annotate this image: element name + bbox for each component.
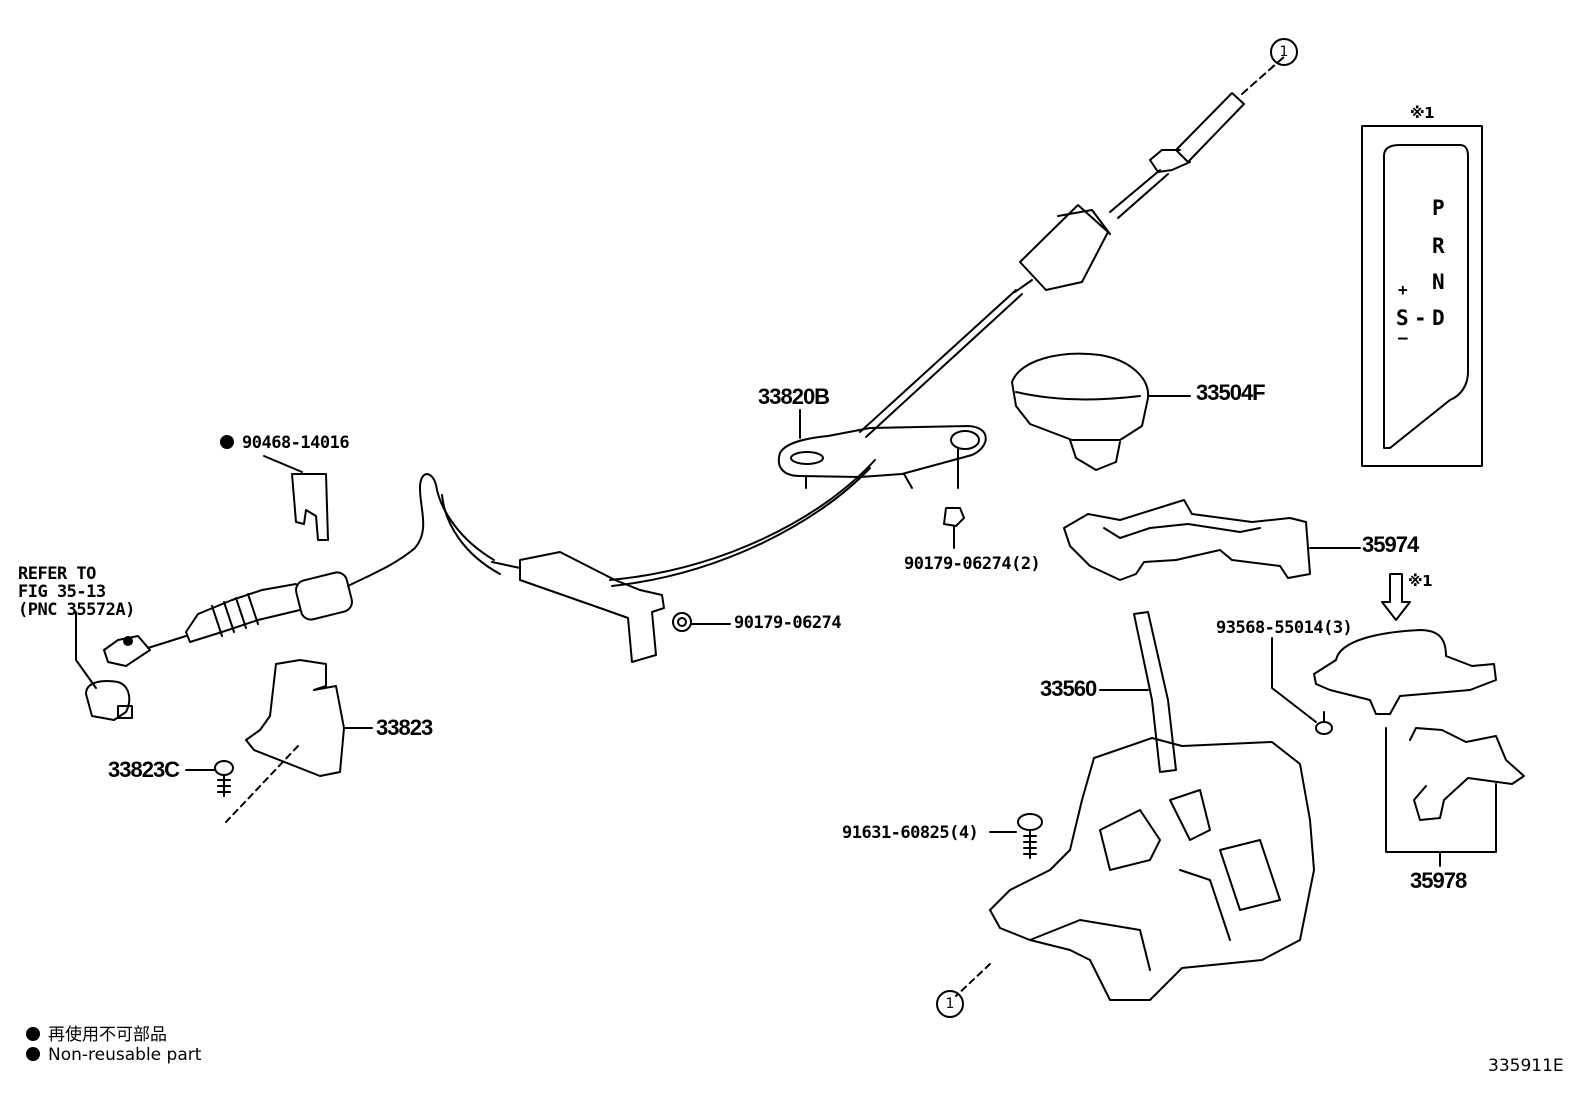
shift-cable-main [103, 459, 876, 667]
legend-en: Non-reusable part [26, 1045, 201, 1065]
gate-plus: + [1398, 280, 1408, 299]
cable-bracket-33820B [777, 425, 987, 489]
label-90468-text: 90468-14016 [242, 433, 350, 453]
screw-93568-55014 [1271, 637, 1333, 735]
label-33504F: 33504F [1196, 380, 1266, 405]
label-refer-3: (PNC 35572A) [18, 600, 135, 620]
label-33820B: 33820B [758, 384, 830, 409]
screw-33823C [185, 760, 234, 797]
callout-1-bottom: 1 [936, 990, 964, 1018]
label-91631-60825: 91631-60825(4) [842, 823, 979, 843]
label-33823C: 33823C [108, 757, 180, 782]
legend-jp-text: 再使用不可部品 [48, 1025, 167, 1045]
legend-jp: 再使用不可部品 [26, 1020, 167, 1045]
label-93568-55014: 93568-55014(3) [1216, 618, 1353, 638]
gate-dash: - [1414, 306, 1427, 330]
gate-inset [1361, 125, 1483, 467]
nut-90179-06274 [672, 612, 731, 632]
cover-33823 [225, 659, 373, 823]
gate-d: D [1432, 306, 1445, 330]
label-33823: 33823 [376, 715, 433, 740]
gate-s: S [1396, 306, 1409, 330]
indicator-35978 [1313, 629, 1525, 867]
callout-1-top: 1 [1270, 38, 1298, 66]
label-90468-14016: 90468-14016 [220, 433, 350, 453]
shift-assembly-33560 [955, 611, 1315, 1001]
label-33560: 33560 [1040, 676, 1097, 701]
note-ref-arrow: ※1 [1408, 572, 1433, 590]
shift-cable-upper [859, 55, 1286, 438]
bullet-icon [26, 1027, 40, 1041]
shift-knob-33504F [1011, 352, 1191, 471]
nut-90179-06274-2 [943, 507, 965, 549]
refer-part [75, 611, 133, 721]
label-35978: 35978 [1410, 868, 1467, 893]
bullet-icon [26, 1047, 40, 1061]
bracket-35974 [1063, 499, 1361, 581]
inset-title: ※1 [1410, 104, 1435, 122]
leader-90468 [263, 455, 303, 473]
gate-r: R [1432, 234, 1445, 258]
non-reusable-dot-icon [220, 435, 234, 449]
label-refer-2: FIG 35-13 [18, 582, 106, 602]
label-90179-06274-2: 90179-06274(2) [904, 554, 1041, 574]
legend-en-text: Non-reusable part [48, 1045, 202, 1065]
figure-id: 335911E [1488, 1056, 1564, 1076]
arrow-note [1381, 573, 1411, 621]
clip-90468-14016 [291, 473, 329, 541]
screw-91631-60825 [989, 813, 1043, 859]
gate-minus: – [1398, 328, 1408, 347]
label-35974: 35974 [1362, 532, 1419, 557]
label-90179-06274: 90179-06274 [734, 613, 842, 633]
gate-n: N [1432, 270, 1445, 294]
label-refer-1: REFER TO [18, 564, 96, 584]
gate-p: P [1432, 196, 1445, 220]
